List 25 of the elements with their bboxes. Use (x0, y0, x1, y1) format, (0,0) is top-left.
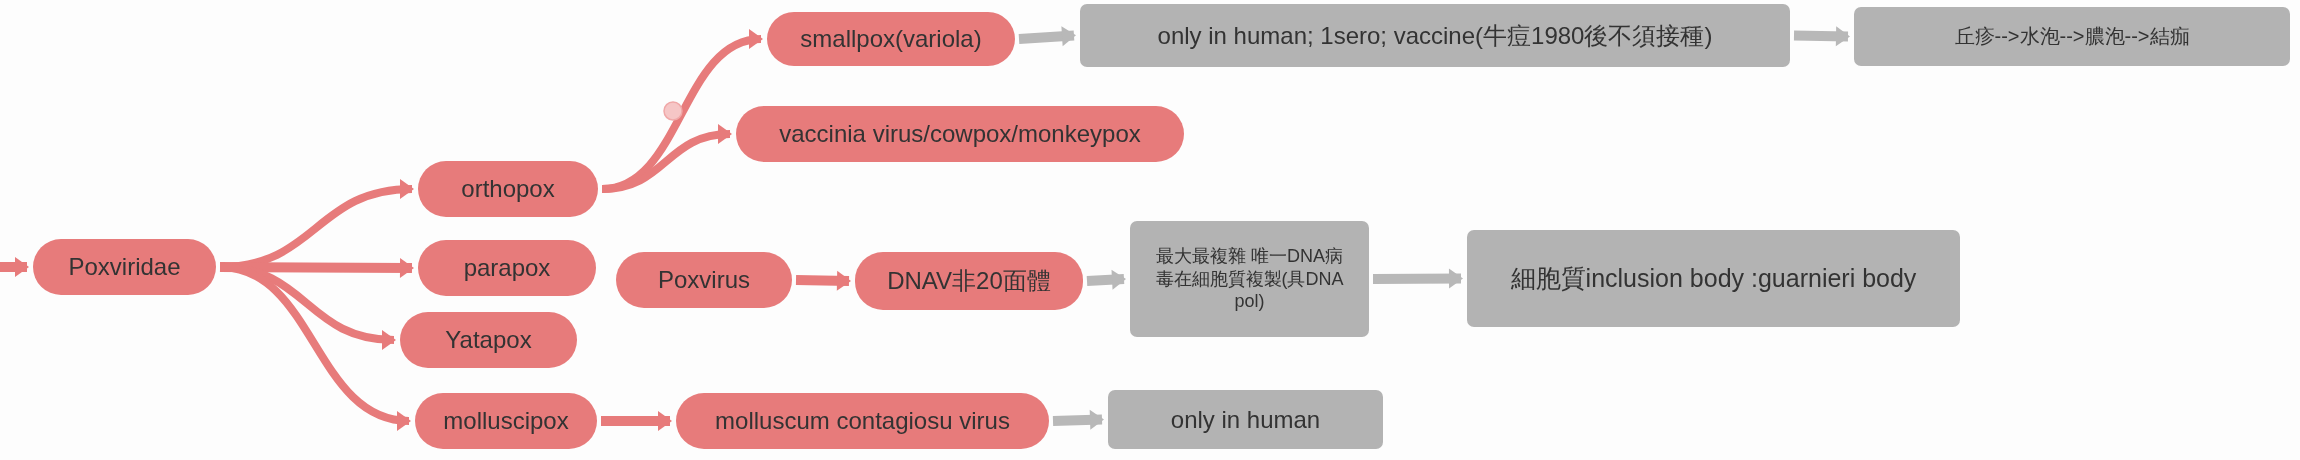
arrow (1793, 26, 1850, 47)
arrow (1052, 409, 1104, 430)
topic-pill: Poxviridae (33, 239, 216, 295)
topic-pill: orthopox (418, 161, 598, 217)
note-box: 丘疹-->水泡-->膿泡-->結痂 (1854, 7, 2290, 66)
topic-pill: molluscipox (415, 393, 597, 449)
topic-pill: DNAV非20面體 (855, 252, 1083, 310)
note-box: 最大最複雜 唯一DNA病毒在細胞質複製(具DNA pol) (1130, 221, 1369, 337)
arrow (795, 270, 851, 291)
arrow (601, 411, 672, 431)
topic-pill: Yatapox (400, 312, 577, 368)
note-box: 細胞質inclusion body :guarnieri body (1467, 230, 1960, 327)
topic-pill: parapox (418, 240, 596, 296)
topic-pill: Poxvirus (616, 252, 792, 308)
arrow (1018, 26, 1076, 47)
note-box: only in human; 1sero; vaccine(牛痘1980後不須接種) (1080, 4, 1790, 67)
topic-pill: vaccinia virus/cowpox/monkeypox (736, 106, 1184, 162)
note-box: only in human (1108, 390, 1383, 449)
topic-pill: molluscum contagiosu virus (676, 393, 1049, 449)
branch-connector (601, 124, 732, 193)
arrow (1086, 269, 1126, 290)
arrow (1372, 268, 1463, 289)
arrow (0, 257, 29, 277)
topic-pill: smallpox(variola) (767, 12, 1015, 66)
arrow (219, 257, 414, 278)
